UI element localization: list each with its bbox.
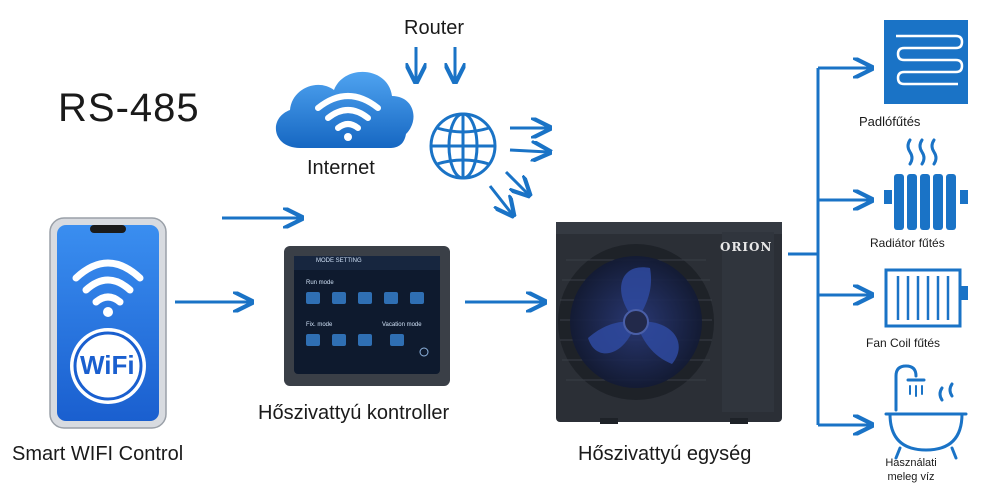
screen-header: MODE SETTING xyxy=(316,258,362,264)
wifi-badge-text: WiFi xyxy=(80,350,135,380)
fan-blades xyxy=(588,267,679,364)
unit-brand-logo: ORION xyxy=(720,240,773,254)
internet-label: Internet xyxy=(307,157,375,179)
bathtub-shower-icon xyxy=(884,364,968,460)
screen-fix-mode: Fix. mode xyxy=(306,322,333,328)
wifi-signal-icon xyxy=(72,259,144,306)
smartphone xyxy=(49,217,167,429)
controller-device xyxy=(284,246,450,386)
fan-coil-icon xyxy=(884,268,968,328)
controller-label: Hőszivattyú kontroller xyxy=(258,402,450,424)
phone-arrows xyxy=(175,218,543,302)
heat-pump-unit xyxy=(556,222,782,424)
globe-icon xyxy=(429,112,497,180)
router-label: Router xyxy=(404,17,465,39)
floor-heating-icon xyxy=(884,20,968,104)
diagram-title: RS-485 xyxy=(58,86,200,130)
screen-run-mode: Run mode xyxy=(306,280,334,286)
hot-water-line1: Használati xyxy=(885,457,937,469)
distribution-lines xyxy=(788,68,820,425)
output-label-floor: Padlófűtés xyxy=(859,114,921,129)
output-label-fancoil: Fan Coil fűtés xyxy=(866,336,941,350)
unit-label: Hőszivattyú egység xyxy=(578,443,752,465)
distribution-arrows xyxy=(818,68,870,425)
radiator-icon xyxy=(884,138,968,230)
smart-control-label: Smart WIFI Control xyxy=(12,443,184,465)
screen-vacation-mode: Vacation mode xyxy=(382,322,422,328)
hot-water-line2: meleg víz xyxy=(887,471,935,483)
globe-arrows xyxy=(488,128,548,214)
output-label-radiator: Radiátor fűtés xyxy=(870,236,945,250)
output-label-hot-water: Használati meleg víz xyxy=(866,456,956,484)
cloud-wifi-icon xyxy=(275,71,414,148)
router-arrows xyxy=(416,47,455,80)
